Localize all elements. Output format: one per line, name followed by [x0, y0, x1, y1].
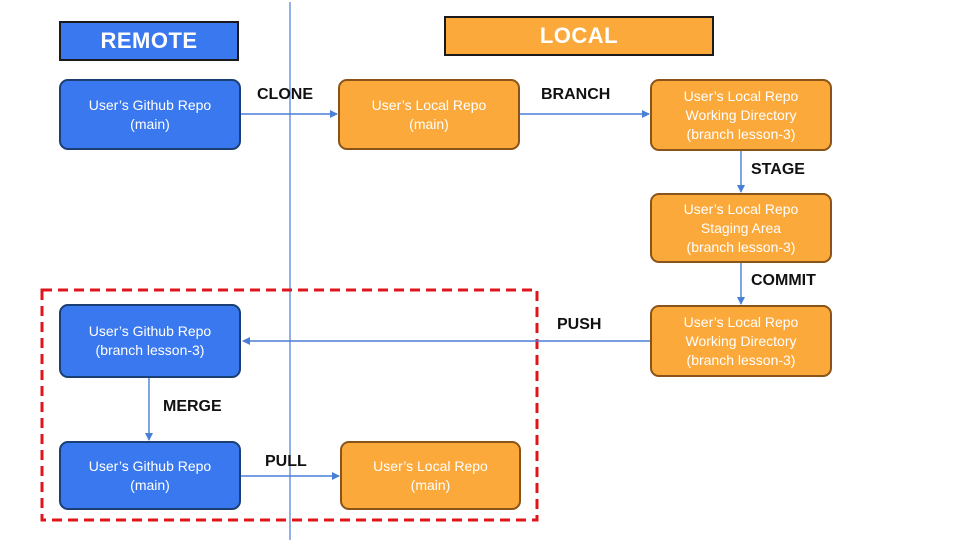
local-repo-pulled-node: User’s Local Repo (main): [340, 441, 521, 510]
node-line: (main): [409, 115, 449, 132]
branch-label: BRANCH: [541, 86, 611, 103]
remote-header: REMOTE: [59, 21, 239, 61]
node-line: (branch lesson-3): [686, 238, 796, 255]
working-directory-push-node: User’s Local Repo Working Directory (bra…: [650, 305, 832, 377]
node-line: (branch lesson-3): [686, 125, 796, 142]
github-repo-main-node: User’s Github Repo (main): [59, 79, 241, 150]
node-line: User’s Local Repo: [683, 87, 799, 104]
node-line: User’s Local Repo: [373, 457, 488, 474]
local-repo-main-node: User’s Local Repo (main): [338, 79, 520, 150]
push-label: PUSH: [557, 316, 602, 333]
node-line: Working Directory: [685, 106, 797, 123]
node-line: User’s Github Repo: [88, 96, 212, 113]
node-line: User’s Local Repo: [683, 200, 799, 217]
merge-label: MERGE: [163, 398, 222, 415]
staging-area-node: User’s Local Repo Staging Area (branch l…: [650, 193, 832, 263]
pull-label: PULL: [265, 453, 307, 470]
node-line: Working Directory: [685, 332, 797, 349]
node-line: User’s Github Repo: [88, 323, 212, 339]
node-line: User’s Local Repo: [371, 96, 487, 113]
node-line: (branch lesson-3): [95, 342, 205, 358]
github-repo-main-merged-node: User’s Github Repo (main): [59, 441, 241, 510]
commit-label: COMMIT: [751, 272, 816, 289]
node-line: (main): [130, 476, 170, 493]
node-line: Staging Area: [700, 219, 782, 236]
node-line: (main): [410, 476, 451, 493]
stage-label: STAGE: [751, 161, 805, 178]
github-repo-branch-node: User’s Github Repo (branch lesson-3): [59, 304, 241, 378]
working-directory-node: User’s Local Repo Working Directory (bra…: [650, 79, 832, 151]
highlight-box: [40, 288, 539, 522]
node-line: User’s Local Repo: [683, 313, 799, 330]
local-header: LOCAL: [444, 16, 714, 56]
node-line: User’s Github Repo: [88, 457, 212, 474]
clone-label: CLONE: [257, 86, 313, 103]
node-line: (branch lesson-3): [686, 351, 796, 368]
node-line: (main): [130, 115, 170, 132]
